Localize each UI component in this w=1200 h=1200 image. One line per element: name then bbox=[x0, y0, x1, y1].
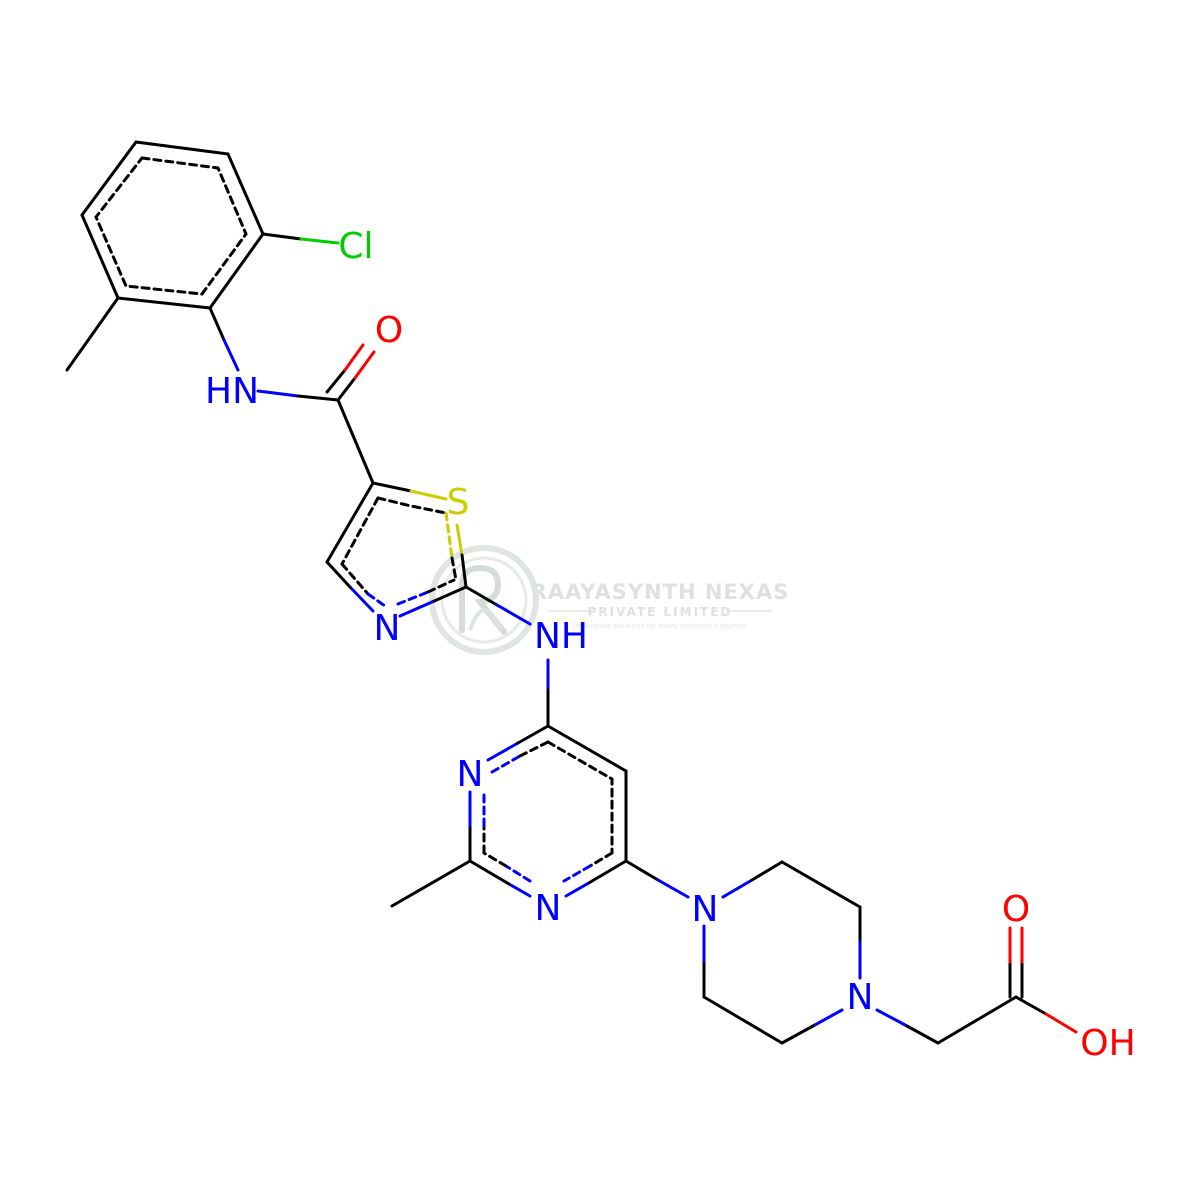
atom-oxygen-acid: O bbox=[1002, 889, 1030, 930]
atom-hydroxyl-acid: OH bbox=[1080, 1023, 1135, 1064]
bond-aryl-n bbox=[208, 306, 226, 342]
atom-nitrogen-linker: NH bbox=[534, 616, 588, 657]
watermark-title: RAAYASYNTH NEXAS bbox=[531, 580, 790, 604]
pyrimidine-ring bbox=[468, 724, 628, 898]
bond-c-cl-half bbox=[299, 237, 340, 245]
bond-thiazole-nh bbox=[464, 585, 499, 607]
piperazine-ring bbox=[702, 860, 862, 1045]
watermark-subtitle: PRIVATE LIMITED bbox=[588, 605, 733, 619]
atom-sulfur-thiazole: S bbox=[447, 482, 470, 523]
atom-nitrogen-pyrimidine-1: N bbox=[457, 754, 484, 795]
atom-nitrogen-thiazole: N bbox=[374, 608, 401, 649]
atom-chlorine: Cl bbox=[338, 226, 373, 267]
atom-nitrogen-pyrimidine-3: N bbox=[535, 888, 562, 929]
bond-pyrimidine-methyl bbox=[390, 859, 472, 908]
atom-nitrogen-piperazine-4: N bbox=[847, 977, 874, 1018]
bond-n-ch2 bbox=[875, 1008, 909, 1028]
bond-ch2-carboxyl bbox=[936, 995, 1018, 1045]
watermark-tagline: Innovative solutions for every molecule'… bbox=[574, 622, 746, 630]
benzene-ring bbox=[80, 140, 265, 310]
bonds bbox=[65, 140, 1078, 1045]
bond-aryl-methyl bbox=[65, 296, 120, 372]
bond-acid-c-oh bbox=[1014, 995, 1048, 1016]
bond-pyrimidine-piperazine bbox=[624, 859, 660, 882]
atom-oxygen-amide: O bbox=[375, 310, 403, 351]
atom-nitrogen-amide: HN bbox=[205, 371, 259, 412]
watermark-logo-icon bbox=[429, 545, 539, 655]
watermark: RAAYASYNTH NEXAS PRIVATE LIMITED Innovat… bbox=[429, 545, 790, 655]
bond-c-cl bbox=[261, 232, 303, 241]
atom-nitrogen-piperazine-1: N bbox=[692, 889, 719, 930]
bond-carbonyl-thiazole bbox=[336, 398, 375, 485]
bond-n-carbonyl bbox=[256, 389, 300, 398]
thiazole-ring bbox=[325, 481, 468, 618]
bond-c-o-double bbox=[336, 376, 357, 402]
atom-labels: Cl O HN S N NH N N N N O OH bbox=[205, 226, 1136, 1064]
